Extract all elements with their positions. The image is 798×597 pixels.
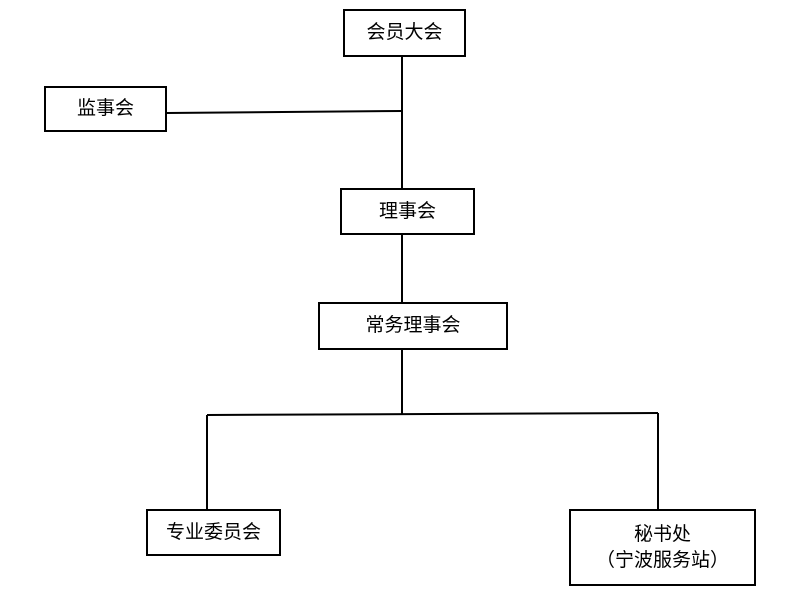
secretariat-box: 秘书处 （宁波服务站） bbox=[569, 509, 756, 586]
general-assembly-label: 会员大会 bbox=[366, 21, 443, 44]
council-label: 理事会 bbox=[378, 199, 436, 222]
standing-council-box: 常务理事会 bbox=[318, 302, 508, 350]
connector-horizontal-bus bbox=[206, 412, 659, 416]
council-box: 理事会 bbox=[340, 188, 475, 235]
supervisory-board-label: 监事会 bbox=[76, 97, 134, 120]
supervisory-board-box: 监事会 bbox=[44, 86, 167, 132]
secretariat-sublabel: （宁波服务站） bbox=[595, 548, 729, 571]
professional-committees-box: 专业委员会 bbox=[146, 509, 281, 556]
general-assembly-box: 会员大会 bbox=[343, 9, 466, 57]
professional-committees-label: 专业委员会 bbox=[165, 520, 261, 543]
standing-council-label: 常务理事会 bbox=[365, 314, 461, 337]
secretariat-label: 秘书处 bbox=[633, 522, 691, 545]
connector-supervisory-branch bbox=[166, 110, 403, 114]
